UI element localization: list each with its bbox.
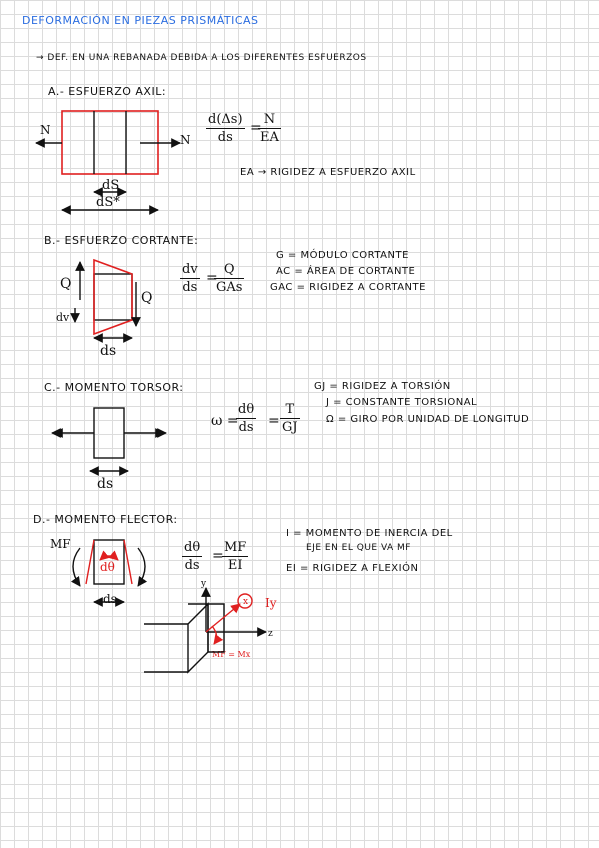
flector-rhs-num: MF [224, 540, 247, 555]
torsor-omega-lhs: ω = [211, 413, 239, 429]
cortante-rhs-den: GAs [216, 280, 243, 295]
flector-def-i-line1: I = MOMENTO DE INERCIA DEL [286, 528, 453, 539]
fraction-bar [280, 418, 300, 419]
cortante-frac-den: ds [182, 280, 198, 295]
beam-3d-sketch [144, 587, 267, 674]
flector-def-ei: EI = RIGIDEZ A FLEXIÓN [286, 563, 419, 574]
axil-sketch [35, 110, 181, 215]
heading-flector: D.- MOMENTO FLECTOR: [33, 513, 178, 526]
axil-frac-den: ds [217, 130, 233, 145]
axil-formula-lhs: d(Δs) ds [206, 112, 245, 145]
cortante-dim-ds: ds [100, 343, 117, 359]
cortante-label-q-left: Q [60, 276, 72, 292]
cortante-label-dv: dv [56, 311, 70, 324]
flector-frac-den: ds [184, 558, 200, 573]
flector-def-i-line2: EJE EN EL QUE VA MF [306, 543, 411, 553]
axil-rhs-den: EA [260, 130, 279, 145]
flector-label-mf: MF [50, 537, 71, 551]
cortante-def-ac: Ac = ÁREA DE CORTANTE [276, 266, 416, 277]
torsor-rhs-den: GJ [282, 420, 298, 435]
fraction-bar [214, 278, 245, 279]
label-mf-mx: MF = Mx [212, 650, 251, 659]
flector-rhs-den: EI [227, 558, 243, 573]
flector-sketch [70, 539, 148, 607]
axis-label-x: x [243, 597, 249, 607]
equals-sign: = [268, 413, 280, 429]
heading-axil: A.- ESFUERZO AXIL: [48, 85, 167, 98]
axis-label-z: z [268, 629, 273, 639]
torsor-def-omega: ω = GIRO POR UNIDAD DE LONGITUD [326, 414, 530, 425]
flector-formula-rhs: MF EI [222, 540, 249, 573]
page-title: DEFORMACIÓN EN PIEZAS PRISMÁTICAS [22, 14, 259, 27]
axil-label-n-left: N [40, 123, 51, 137]
torsor-rhs-num: T [285, 402, 295, 417]
axil-note: EA → RIGIDEZ A ESFUERZO AXIL [240, 167, 416, 178]
equals-sign: = [212, 548, 224, 564]
cortante-formula-rhs: Q GAs [214, 262, 245, 295]
cortante-frac-num: dv [182, 262, 198, 277]
cortante-sketch [70, 258, 141, 343]
torsor-formula-rhs: T GJ [280, 402, 300, 435]
fraction-bar [222, 556, 249, 557]
cortante-def-g: G = MÓDULO CORTANTE [276, 250, 409, 261]
axil-formula-rhs: N EA [258, 112, 281, 145]
cortante-rhs-num: Q [223, 262, 235, 277]
flector-frac-num: dθ [184, 540, 201, 555]
torsor-sketch [51, 407, 167, 476]
torsor-dim-ds: ds [97, 476, 114, 492]
heading-torsor: C.- MOMENTO TORSOR: [44, 381, 184, 394]
fraction-bar [180, 278, 200, 279]
fraction-bar [206, 128, 245, 129]
torsor-frac-num: dθ [238, 402, 255, 417]
torsor-def-gj: GJ = RIGIDEZ A TORSIÓN [314, 381, 451, 392]
axis-label-y: y [201, 579, 207, 589]
fraction-bar [182, 556, 203, 557]
axil-label-n-right: N [180, 133, 191, 147]
torsor-frac-den: ds [238, 420, 254, 435]
cortante-formula-lhs: dv ds [180, 262, 200, 295]
intro-text: → DEF. EN UNA REBANADA DEBIDA A LOS DIFE… [36, 53, 367, 63]
equals-sign: = [250, 120, 262, 136]
torsor-def-j: J = CONSTANTE TORSIONAL [326, 397, 478, 408]
flector-formula-lhs: dθ ds [182, 540, 203, 573]
heading-cortante: B.- ESFUERZO CORTANTE: [44, 234, 199, 247]
fraction-bar [258, 128, 281, 129]
cortante-label-q-right: Q [141, 290, 153, 306]
axil-frac-num: d(Δs) [208, 112, 243, 127]
flector-label-dtheta: dθ [100, 560, 115, 574]
label-iy: Iy [265, 596, 277, 610]
fraction-bar [236, 418, 257, 419]
cortante-def-gac: GAc = RIGIDEZ A CORTANTE [270, 282, 426, 293]
equals-sign: = [206, 270, 218, 286]
torsor-formula-mid: dθ ds [236, 402, 257, 435]
axil-rhs-num: N [263, 112, 276, 127]
